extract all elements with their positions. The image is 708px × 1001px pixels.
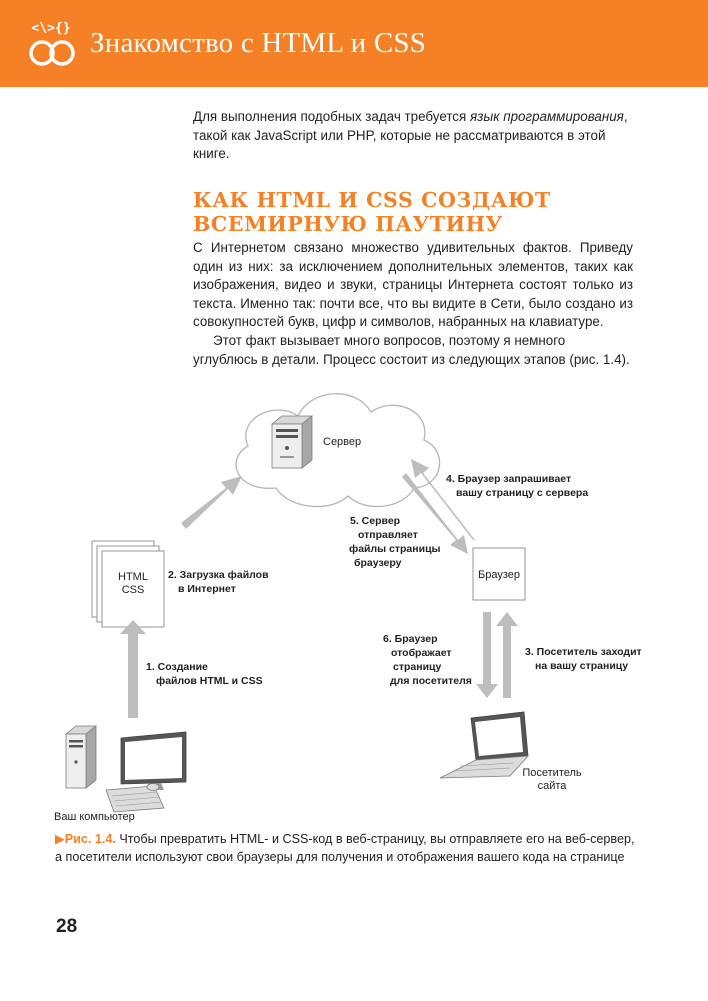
browser-label: Браузер	[478, 569, 520, 581]
step3-line1: 3. Посетитель заходит	[525, 646, 642, 658]
arrow-upload-up	[120, 620, 146, 718]
server-icon	[270, 415, 314, 469]
server-label: Сервер	[323, 436, 361, 448]
step6-line2: отображает	[391, 647, 452, 659]
arrow-to-server	[181, 476, 242, 529]
arrow-visit-up	[496, 612, 518, 698]
step6-line4: для посетителя	[390, 675, 472, 687]
logo-text: <\>{}	[31, 21, 70, 36]
arrow-request	[411, 459, 475, 540]
intro-paragraph: Для выполнения подобных задач требуется …	[193, 108, 633, 164]
desktop-computer-icon	[64, 725, 187, 813]
step2-line2: в Интернет	[178, 583, 236, 595]
step4-line1: 4. Браузер запрашивает	[446, 473, 571, 485]
step1-line1: 1. Создание	[146, 661, 208, 673]
documents-icon	[91, 540, 165, 628]
chapter-title: Знакомство с HTML и CSS	[90, 27, 427, 59]
step5-line4: браузеру	[354, 557, 402, 569]
arrow-response	[402, 473, 468, 554]
intro-before: Для выполнения подобных задач требуется	[193, 109, 470, 124]
step4-line2: вашу страницу с сервера	[456, 487, 588, 499]
files-label-html: HTML	[118, 571, 148, 583]
intro-after: , такой как JavaScript или PHP, которые …	[193, 109, 628, 161]
arrow-display-down	[476, 612, 498, 698]
figure-caption: ▶Рис. 1.4. Чтобы превратить HTML- и CSS-…	[55, 830, 635, 866]
step5-line1: 5. Сервер	[350, 515, 400, 527]
step2-line1: 2. Загрузка файлов	[168, 569, 269, 581]
chapter-header: <\>{} Знакомство с HTML и CSS	[0, 0, 708, 87]
section-paragraph-2: Этот факт вызывает много вопросов, поэто…	[193, 333, 630, 367]
figure-diagram: Сервер HTML CSS Браузер Ваш компьютер	[54, 393, 642, 823]
step1-line2: файлов HTML и CSS	[156, 675, 263, 687]
code-logo-icon: <\>{}	[29, 21, 75, 66]
visitor-label-line2: сайта	[538, 780, 568, 792]
intro-emphasis: язык программирования	[469, 109, 624, 124]
step6-line1: 6. Браузер	[383, 633, 438, 645]
cloud-icon	[235, 393, 441, 508]
laptop-icon	[439, 711, 529, 779]
section-heading-line1: КАК HTML И CSS СОЗДАЮТ	[193, 188, 551, 212]
page-number: 28	[56, 916, 78, 937]
arrows	[120, 459, 518, 718]
step5-line3: файлы страницы	[349, 543, 441, 555]
caption-label: Рис. 1.4.	[64, 832, 116, 846]
your-computer-label: Ваш компьютер	[54, 811, 135, 823]
browser-box	[472, 547, 526, 601]
step3-line2: на вашу страницу	[535, 660, 628, 672]
section-heading-line2: ВСЕМИРНУЮ ПАУТИНУ	[193, 212, 503, 236]
visitor-label-line1: Посетитель	[522, 767, 582, 779]
caption-marker-icon: ▶	[55, 832, 65, 846]
step6-line3: страницу	[393, 661, 441, 673]
caption-text: Чтобы превратить HTML- и CSS-код в веб-с…	[55, 832, 635, 864]
step5-line2: отправляет	[358, 529, 418, 541]
section-paragraph-1: С Интернетом связано множество удивитель…	[193, 240, 633, 329]
files-label-css: CSS	[122, 584, 145, 596]
